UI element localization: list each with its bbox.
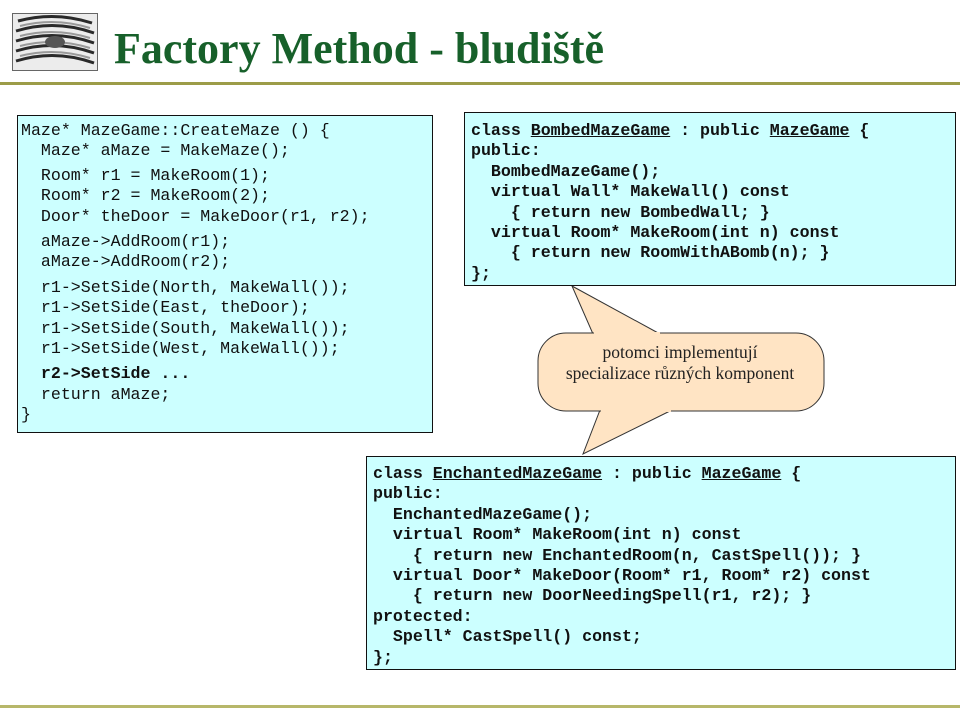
base-class-name: MazeGame (769, 121, 850, 140)
code-brace: { (781, 464, 802, 483)
code-line: aMaze->AddRoom(r2); (21, 252, 231, 272)
code-keyword: class (373, 464, 433, 483)
class-declaration-line: class BombedMazeGame : public MazeGame { (471, 121, 955, 141)
code-line: }; (471, 263, 491, 283)
callout-line: specializace různých komponent (565, 363, 795, 383)
code-line: public: (471, 141, 541, 161)
code-line: aMaze->AddRoom(r1); (21, 231, 231, 251)
code-keyword: : public (670, 121, 770, 140)
code-line: Room* r1 = MakeRoom(1); (21, 165, 270, 185)
page-title: Factory Method - bludiště (114, 24, 605, 73)
title-divider (0, 82, 960, 85)
bombed-maze-game-code-box: class BombedMazeGame : public MazeGame {… (464, 112, 956, 286)
code-line: Door* theDoor = MakeDoor(r1, r2); (21, 206, 370, 226)
footer-divider (0, 705, 960, 708)
code-line: { return new EnchantedRoom(n, CastSpell(… (373, 545, 861, 565)
code-line: Spell* CastSpell() const; (373, 627, 642, 647)
code-line: r1->SetSide(West, MakeWall()); (21, 338, 340, 358)
code-brace: { (849, 121, 870, 140)
class-declaration-line: class EnchantedMazeGame : public MazeGam… (373, 464, 955, 484)
code-keyword: : public (602, 464, 702, 483)
code-line: virtual Door* MakeDoor(Room* r1, Room* r… (373, 565, 871, 585)
code-line: { return new DoorNeedingSpell(r1, r2); } (373, 586, 812, 606)
callout-line: potomci implementují (602, 342, 758, 362)
code-line: { return new RoomWithABomb(n); } (471, 243, 830, 263)
code-keyword: class (471, 121, 531, 140)
code-line: return aMaze; (21, 384, 171, 404)
code-line: virtual Room* MakeRoom(int n) const (373, 525, 742, 545)
code-line: public: (373, 484, 443, 504)
code-line: EnchantedMazeGame(); (373, 504, 593, 524)
class-name: BombedMazeGame (530, 121, 671, 140)
code-line: r1->SetSide(East, theDoor); (21, 298, 310, 318)
class-name: EnchantedMazeGame (432, 464, 603, 483)
create-maze-code-box: Maze* MazeGame::CreateMaze () { Maze* aM… (17, 115, 433, 433)
code-line: Room* r2 = MakeRoom(2); (21, 186, 270, 206)
callout-text: potomci implementují specializace různýc… (540, 342, 820, 384)
code-line: BombedMazeGame(); (471, 161, 661, 181)
code-line: }; (373, 647, 393, 667)
code-line: Maze* MazeGame::CreateMaze () { (21, 121, 330, 140)
enchanted-maze-game-code-box: class EnchantedMazeGame : public MazeGam… (366, 456, 956, 670)
code-line: r1->SetSide(South, MakeWall()); (21, 318, 350, 338)
code-line: { return new BombedWall; } (471, 202, 770, 222)
code-line: protected: (373, 606, 473, 626)
maze-spiral-logo-icon (12, 13, 98, 71)
code-line: Maze* aMaze = MakeMaze(); (21, 141, 290, 161)
code-line: virtual Room* MakeRoom(int n) const (471, 222, 840, 242)
code-line: virtual Wall* MakeWall() const (471, 182, 790, 202)
code-line: r1->SetSide(North, MakeWall()); (21, 277, 350, 297)
base-class-name: MazeGame (701, 464, 782, 483)
code-line: r2->SetSide ... (21, 364, 191, 384)
code-line: } (21, 405, 31, 425)
